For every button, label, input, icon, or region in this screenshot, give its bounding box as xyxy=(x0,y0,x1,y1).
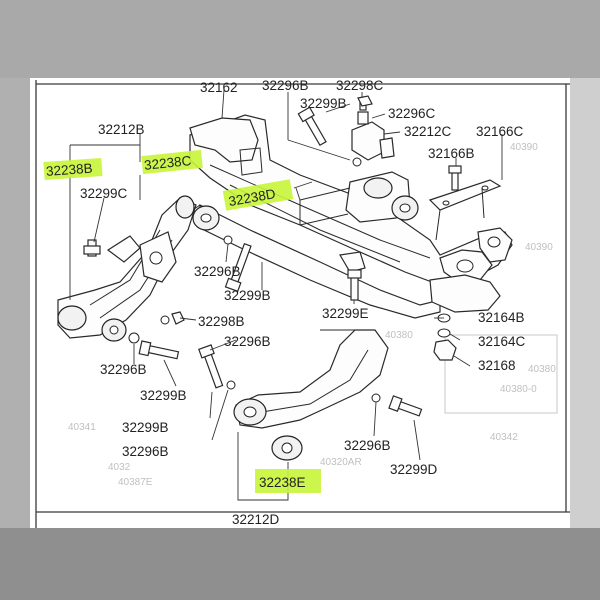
part-label-32296c: 32296C xyxy=(388,106,436,121)
bg-box xyxy=(444,334,558,414)
part-label-32299b: 32299B xyxy=(122,420,169,435)
part-label-32168: 32168 xyxy=(478,358,516,373)
bolt-32299b-top xyxy=(297,106,327,147)
part-label-32296b: 32296B xyxy=(100,362,147,377)
part-label-32238c: 32238C xyxy=(143,153,192,173)
part-label-32164c: 32164C xyxy=(478,334,526,349)
bolt-32299b-bottom xyxy=(198,344,224,389)
part-label-32298b: 32298B xyxy=(198,314,245,329)
scan-right-edge xyxy=(570,78,600,528)
bg-label: 40320AR xyxy=(320,457,362,468)
scan-bottom-edge xyxy=(0,528,600,600)
fasteners xyxy=(83,95,462,417)
part-label-32299b: 32299B xyxy=(140,388,187,403)
part-label-32212d: 32212D xyxy=(232,512,280,527)
part-label-32296b: 32296B xyxy=(194,264,241,279)
part-label-32166c: 32166C xyxy=(476,124,524,139)
bg-label: 40341 xyxy=(68,422,96,433)
trailing-arm-left xyxy=(57,195,220,342)
part-label-32238b: 32238B xyxy=(46,161,93,179)
part-label-32296b: 32296B xyxy=(262,78,309,93)
part-label-32296b: 32296B xyxy=(122,444,169,459)
part-label-32166b: 32166B xyxy=(428,146,475,161)
part-label-32162: 32162 xyxy=(200,80,238,95)
bg-label: 4032 xyxy=(108,462,131,473)
part-label-32238e: 32238E xyxy=(259,475,306,490)
part-label-32164b: 32164B xyxy=(478,310,525,325)
leader-lines xyxy=(69,89,503,501)
part-label-32298c: 32298C xyxy=(336,78,384,93)
bolt-32299b-low xyxy=(138,340,180,360)
part-label-32296b: 32296B xyxy=(224,334,271,349)
part-label-32299d: 32299D xyxy=(390,462,438,477)
bg-label: 40380 xyxy=(385,330,413,341)
part-label-32212b: 32212B xyxy=(98,122,145,137)
labels: 32162 32296B 32298C 32299B 32296C 32212B… xyxy=(46,78,526,527)
highlights xyxy=(43,149,321,493)
part-label-32299b: 32299B xyxy=(224,288,271,303)
bracket-32212c xyxy=(299,99,419,226)
part-label-32299b: 32299B xyxy=(300,96,347,111)
bg-label: 40342 xyxy=(490,432,518,443)
bg-label: 40390 xyxy=(510,142,538,153)
part-label-32296b: 32296B xyxy=(344,438,391,453)
lower-arm xyxy=(233,329,389,461)
part-label-32212c: 32212C xyxy=(404,124,452,139)
bg-label: 40380 xyxy=(528,364,556,375)
bg-label: 40390 xyxy=(525,242,553,253)
scan-left-edge xyxy=(0,78,30,600)
part-label-32299e: 32299E xyxy=(322,306,369,321)
bg-label: 40380-0 xyxy=(500,384,537,395)
bracket-32166c xyxy=(428,179,502,241)
bolt-32299b-mid xyxy=(224,242,252,293)
scan-top-edge xyxy=(0,0,600,78)
part-label-32299c: 32299C xyxy=(80,186,128,201)
bg-label: 40387E xyxy=(118,477,153,488)
bolt-32299d xyxy=(388,395,423,417)
